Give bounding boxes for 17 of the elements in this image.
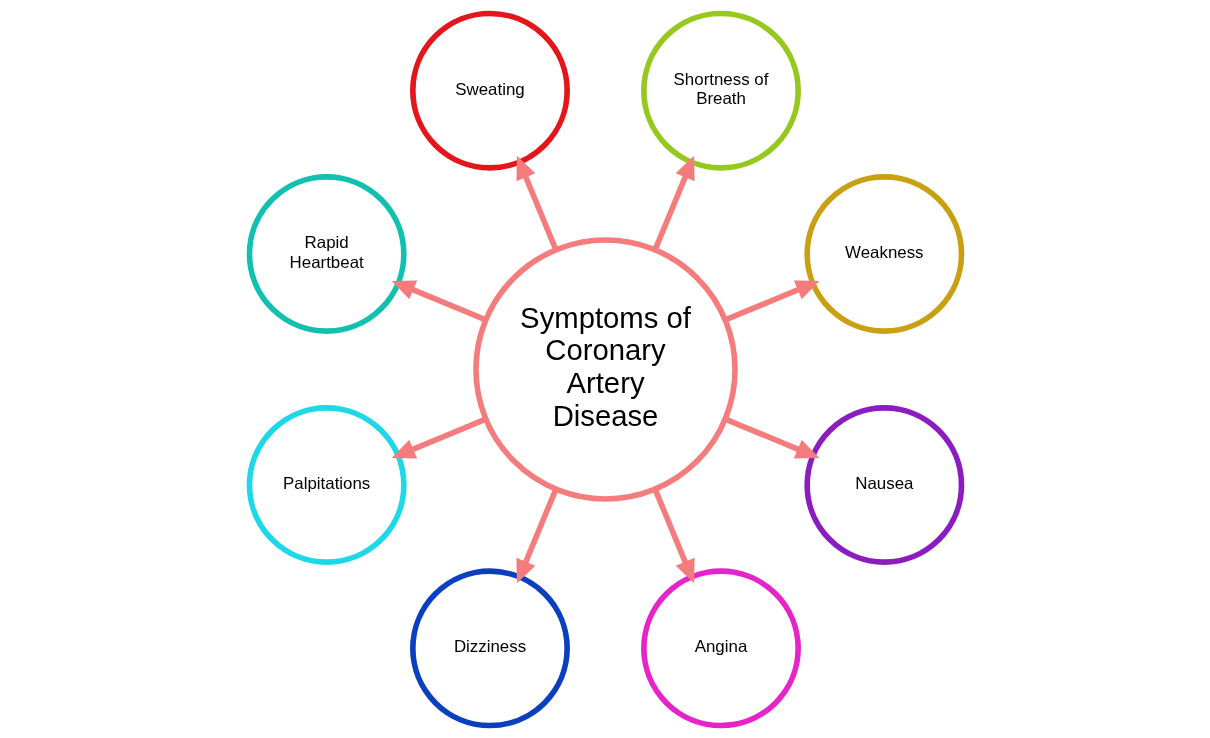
- arrow: [515, 487, 558, 583]
- node-circle: Nausea: [803, 404, 964, 565]
- arrow: [515, 155, 558, 251]
- node-circle: Angina: [640, 567, 801, 728]
- arrow: [652, 155, 695, 251]
- node-circle: Rapid Heartbeat: [246, 173, 407, 334]
- arrow: [652, 487, 695, 583]
- arrow: [723, 416, 819, 459]
- arrow: [391, 279, 487, 322]
- node-circle: Palpitations: [246, 404, 407, 565]
- arrow: [391, 416, 487, 459]
- node-circle: Dizziness: [409, 567, 570, 728]
- node-circle: Sweating: [409, 10, 570, 171]
- arrow: [723, 279, 819, 322]
- node-circle: Weakness: [803, 173, 964, 334]
- node-circle: Shortness of Breath: [640, 10, 801, 171]
- node-circle: Symptoms of Coronary Artery Disease: [472, 236, 738, 502]
